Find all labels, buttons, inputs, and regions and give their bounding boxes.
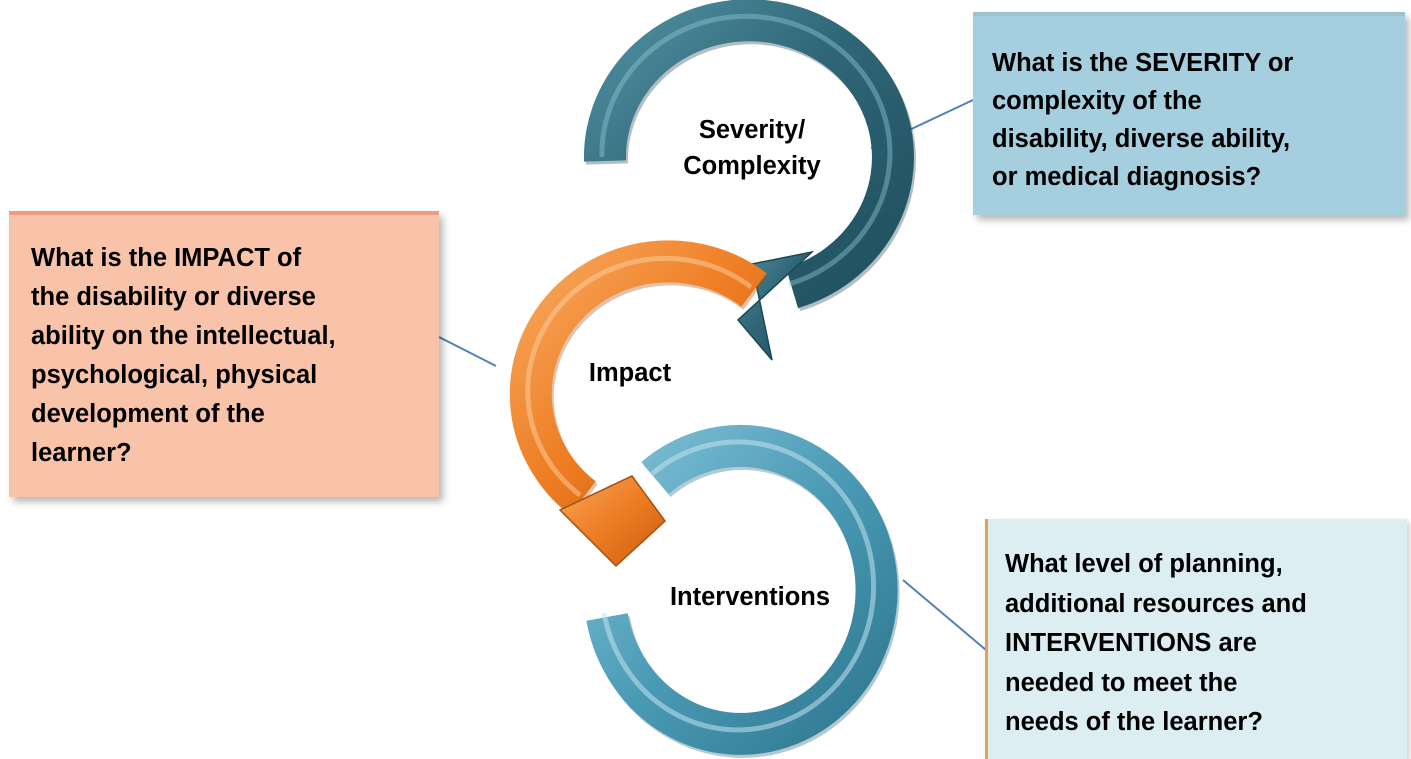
interventions-label: Interventions: [669, 583, 831, 611]
severity-arrow: [583, 0, 916, 361]
severity-complexity-label: Severity/ Complexity: [683, 116, 821, 180]
impact-callout-text: What is the IMPACT of the disability or …: [31, 244, 336, 467]
severity-callout-box: What is the SEVERITY or complexity of th…: [973, 12, 1405, 215]
interventions-callout-box: What level of planning, additional resou…: [985, 519, 1407, 759]
interventions-callout-text: What level of planning, additional resou…: [1005, 550, 1307, 736]
impact-label: Impact: [588, 359, 672, 387]
interventions-arrow: [586, 424, 900, 758]
interventions-connector-line: [902, 579, 987, 651]
impact-arrow: [509, 240, 769, 568]
severity-callout-text: What is the SEVERITY or complexity of th…: [992, 49, 1294, 191]
impact-callout-box: What is the IMPACT of the disability or …: [9, 211, 439, 497]
impact-connector-line: [438, 336, 497, 367]
